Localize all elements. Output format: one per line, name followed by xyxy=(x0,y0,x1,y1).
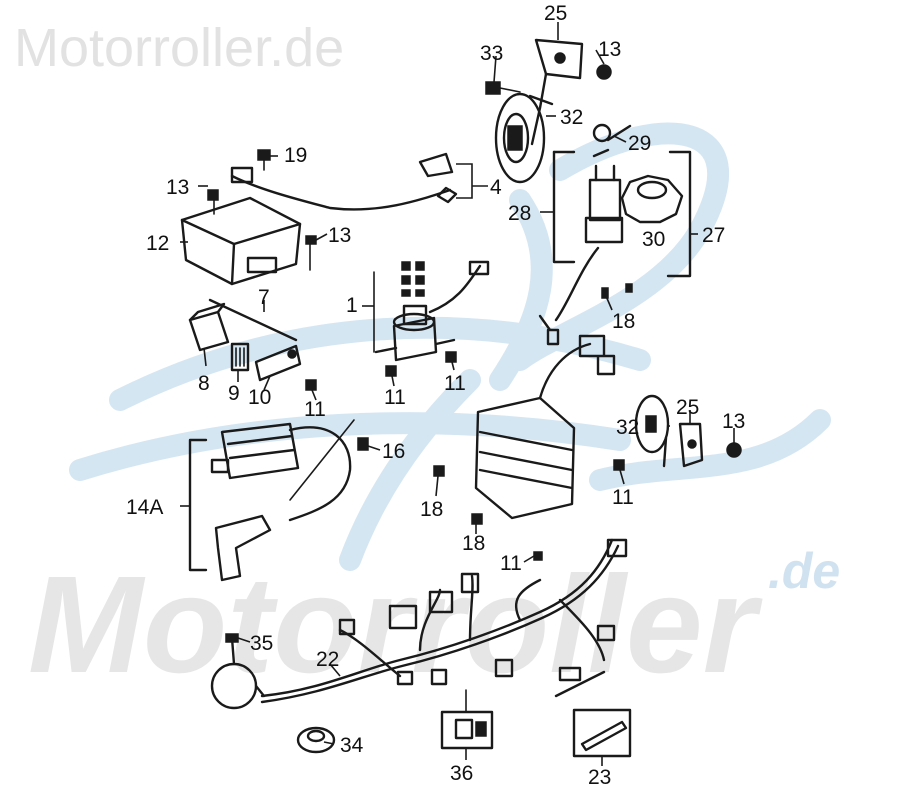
callout-labels: 25 33 13 32 19 29 13 4 28 12 13 30 27 7 … xyxy=(126,2,745,789)
callout-18-upper: 18 xyxy=(612,310,635,333)
watermark-top: Motorroller.de xyxy=(14,18,344,78)
fuse-9 xyxy=(230,342,250,372)
screw-11-lower xyxy=(533,459,625,561)
screw-16 xyxy=(357,437,369,451)
callout-18-reg-bottom: 18 xyxy=(462,532,485,555)
socket-35 xyxy=(210,633,266,710)
cable-4 xyxy=(230,152,458,211)
screw-19 xyxy=(257,149,271,171)
callout-35: 35 xyxy=(250,632,273,655)
fuse-holder-23 xyxy=(554,670,632,758)
nut-13-lower xyxy=(726,442,742,458)
callout-36: 36 xyxy=(450,762,473,785)
callout-14a: 14A xyxy=(126,496,163,519)
callout-8: 8 xyxy=(198,372,210,395)
grommet-34 xyxy=(296,726,336,754)
connector-36 xyxy=(440,689,494,750)
callout-11-bracket: 11 xyxy=(304,398,326,421)
callout-13-lower: 13 xyxy=(722,410,745,433)
leader-lines xyxy=(180,22,735,766)
callout-11-reg-right: 11 xyxy=(612,486,634,509)
watermark-de: .de xyxy=(768,543,840,599)
callout-27: 27 xyxy=(702,224,725,247)
callout-16: 16 xyxy=(382,440,405,463)
callout-7: 7 xyxy=(258,286,270,309)
callout-18-reg-left: 18 xyxy=(420,498,443,521)
key-29 xyxy=(592,123,632,158)
callout-11-relay-right: 11 xyxy=(444,372,466,395)
screws-18-upper xyxy=(601,283,633,299)
callout-32-top: 32 xyxy=(560,106,583,129)
fuel-cap-30 xyxy=(620,174,684,224)
cdi-unit-12 xyxy=(180,189,317,286)
callout-1: 1 xyxy=(346,294,358,317)
screws-11 xyxy=(305,351,457,391)
callout-10: 10 xyxy=(248,386,271,409)
callout-34: 34 xyxy=(340,734,364,757)
callout-25-lower: 25 xyxy=(676,396,699,419)
callout-23: 23 xyxy=(588,766,611,789)
callout-25-top: 25 xyxy=(544,2,567,25)
bolt-33 xyxy=(485,81,521,95)
callout-13-cdi-left: 13 xyxy=(166,176,189,199)
callout-29: 29 xyxy=(628,132,651,155)
plate-10 xyxy=(254,344,302,382)
wiring-harness-22 xyxy=(260,538,628,704)
ignition-coil-14a xyxy=(188,419,355,582)
callout-33: 33 xyxy=(480,42,503,65)
bracket-27 xyxy=(666,150,692,278)
callout-19: 19 xyxy=(284,144,307,167)
bracket-25-lower xyxy=(678,422,704,468)
nut-13-top xyxy=(596,64,612,80)
screws-18-lower xyxy=(433,465,483,525)
callout-11-relay-left: 11 xyxy=(384,386,406,409)
callout-28: 28 xyxy=(508,202,531,225)
callout-11-harness: 11 xyxy=(500,552,522,575)
callout-22: 22 xyxy=(316,648,339,671)
regulator-rectifier xyxy=(474,334,616,520)
horn-32-top xyxy=(494,92,554,184)
bracket-25-top xyxy=(530,38,584,146)
callout-32-lower: 32 xyxy=(616,416,639,439)
callout-9: 9 xyxy=(228,382,240,405)
callout-12: 12 xyxy=(146,232,169,255)
watermark-big: Motorroller xyxy=(28,548,763,702)
ignition-switch-28 xyxy=(538,150,624,346)
starter-relay-1 xyxy=(373,260,490,362)
callout-30: 30 xyxy=(642,228,665,251)
bracket-7 xyxy=(208,298,298,342)
callout-13-top: 13 xyxy=(598,38,621,61)
callout-4: 4 xyxy=(490,176,502,199)
relay-8 xyxy=(188,302,230,352)
callout-13-cdi-right: 13 xyxy=(328,224,351,247)
horn-32-lower xyxy=(634,394,670,468)
